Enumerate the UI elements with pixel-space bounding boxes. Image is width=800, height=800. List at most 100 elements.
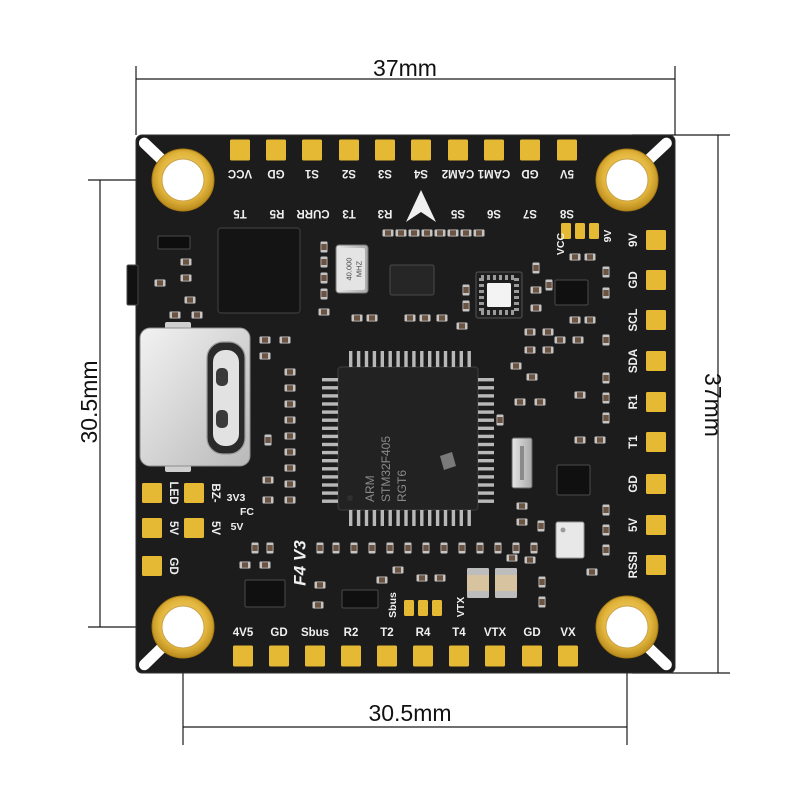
mcu-pin	[478, 499, 494, 503]
mcu-pin	[478, 402, 494, 406]
mcu-pin	[322, 459, 338, 463]
pad-label-top-second-row: S7	[523, 207, 537, 219]
arrow-logo-shape	[406, 190, 436, 222]
smd-component-body	[287, 401, 293, 407]
pad-label-top: GD	[267, 167, 284, 179]
mcu-pin	[349, 510, 353, 526]
st-logo-shape	[440, 452, 456, 470]
pad-label-right: T1	[628, 435, 640, 449]
smd-component-body	[423, 545, 429, 551]
smd-component-body	[539, 599, 545, 605]
solder-pad-top	[557, 139, 577, 161]
silver-component-slit	[520, 446, 524, 480]
smd-component-body	[577, 437, 583, 443]
mcu-marking-line-3: RGT6	[395, 470, 409, 502]
smd-component-body	[529, 374, 535, 380]
pad-label-top-second-row: S6	[487, 207, 501, 219]
smd-component-body	[513, 545, 519, 551]
smd-component-body	[517, 399, 523, 405]
solder-pad-left	[184, 518, 204, 538]
solder-pad-bottom	[485, 645, 505, 667]
solder-pad-right	[646, 474, 666, 494]
mcu-pin	[322, 450, 338, 455]
imu-pad	[479, 278, 484, 281]
imu-pad	[514, 284, 519, 287]
mcu-pin	[372, 510, 377, 526]
smd-component-body	[183, 275, 189, 281]
solder-pad-top	[375, 139, 395, 161]
pad-label-right: SDA	[628, 349, 640, 373]
mcu-pin	[356, 351, 361, 367]
pad-label-bottom: T4	[452, 627, 466, 639]
solder-pad-top	[266, 139, 286, 161]
mcu-pin	[322, 418, 338, 422]
imu-pad	[514, 278, 519, 281]
solder-pad-left	[184, 483, 204, 503]
crystal-unit: MHZ	[355, 260, 364, 277]
capacitor-right-cap-bottom	[495, 591, 517, 598]
mcu-pin	[322, 410, 338, 414]
mcu-chip: ARM STM32F405 RGT6	[322, 351, 494, 526]
smd-component-body	[317, 545, 323, 551]
imu-pad	[479, 290, 484, 293]
sot-ic-lower-right	[556, 464, 591, 496]
smd-component-body	[509, 555, 515, 561]
mcu-pin	[322, 378, 338, 382]
mcu-pin	[388, 510, 392, 526]
mcu-pin	[435, 351, 440, 367]
smd-component-body	[287, 497, 293, 503]
mcu-pin	[428, 510, 432, 526]
barometer-sensor	[555, 521, 585, 559]
smd-component-body	[519, 519, 525, 525]
mcu-pin	[467, 510, 471, 526]
imu-pad	[511, 310, 514, 315]
smd-component-body	[287, 385, 293, 391]
smd-component-body	[587, 317, 593, 323]
solder-pad-left	[142, 556, 162, 576]
smd-component-body	[572, 254, 578, 260]
smd-component-body	[538, 523, 544, 529]
dimension-top-label: 37mm	[373, 55, 437, 81]
smd-component-body	[527, 329, 533, 335]
solder-pad-right	[646, 230, 666, 250]
usb-slot-upper	[216, 368, 228, 386]
smd-component-body	[282, 337, 288, 343]
smd-component-body	[495, 545, 501, 551]
pad-label-right: SCL	[628, 309, 640, 332]
smd-component-body	[405, 545, 411, 551]
mcu-body	[337, 366, 479, 511]
dimension-right-label: 37mm	[700, 373, 726, 437]
mcu-pin	[478, 491, 494, 495]
smd-component-body	[265, 477, 271, 483]
mcu-pin	[478, 459, 494, 463]
smd-component-body	[603, 375, 609, 381]
smd-component-body	[603, 547, 609, 553]
solder-pad-bottom	[558, 645, 578, 667]
mounting-hole	[161, 158, 205, 202]
pad-label-top: S3	[378, 167, 392, 179]
smd-component-body	[597, 437, 603, 443]
solder-pad-top	[520, 139, 540, 161]
smd-component-body	[411, 230, 417, 236]
solder-pad-right	[646, 310, 666, 330]
smd-component-body	[589, 569, 595, 575]
solder-pad-bottom	[522, 645, 542, 667]
smd-component-body	[603, 415, 609, 421]
smd-component-body	[321, 244, 327, 250]
mcu-pin	[349, 351, 353, 367]
pad-label-top: CAM2	[442, 167, 475, 179]
mcu-pin	[478, 450, 494, 455]
smd-component-body	[262, 337, 268, 343]
pad-label-top: S1	[304, 167, 319, 179]
smd-component-body	[419, 575, 425, 581]
smd-component-body	[398, 230, 404, 236]
imu-pad	[479, 296, 484, 299]
pad-label-top-second-row: T3	[342, 207, 355, 219]
pad-label-left: BZ-	[209, 483, 221, 502]
crystal-frequency: 40.000	[345, 258, 354, 281]
solder-pad-bottom	[449, 645, 469, 667]
mcu-pin	[478, 394, 494, 398]
smd-component-body	[603, 337, 609, 343]
pad-label-left: 5V	[209, 521, 221, 535]
